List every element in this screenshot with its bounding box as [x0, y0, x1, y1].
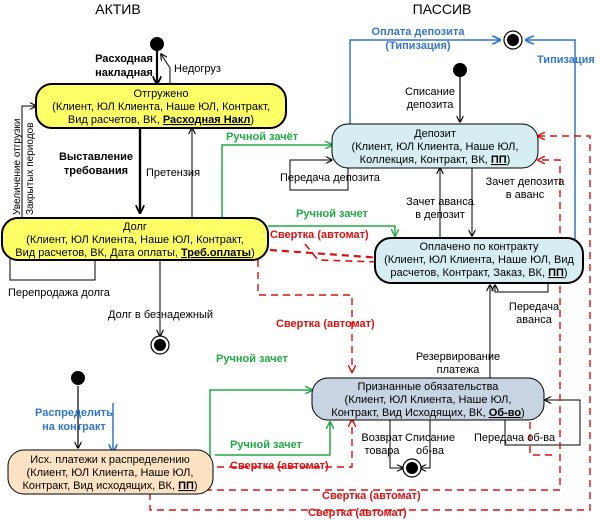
state-debt-line2: Вид расчетов, ВК, Дата оплаты,: [15, 247, 181, 259]
label-deposit-payment-1: Оплата депозита: [372, 26, 466, 38]
label-expense-invoice-1: Расходная: [95, 53, 153, 65]
label-demand-1: Выставление: [59, 151, 133, 163]
state-obligations-line2: Контракт, Вид Исходящих, ВК,: [331, 407, 488, 419]
label-expense-invoice-2: накладная: [95, 67, 153, 79]
label-debt-resale: Перепродажа долга: [8, 287, 111, 299]
state-paid-title: Оплачено по контракту: [419, 241, 539, 253]
state-outgoing-title: Исх. платежи к распределению: [30, 454, 189, 466]
state-debt-title: Долг: [123, 221, 147, 233]
svg-text:Коллекция, Контракт, ВК, ПП): Коллекция, Контракт, ВК, ПП): [360, 154, 511, 166]
label-deposit-transfer: Передача депозита: [280, 172, 381, 184]
state-obligations-line1: (Клиент, ЮЛ Клиента, Наше ЮЛ,: [345, 394, 512, 406]
manual-offset-transitions: [209, 145, 395, 460]
header-active: АКТИВ: [95, 1, 140, 17]
label-obligation-writeoff-1: Списание: [405, 432, 455, 444]
label-collapse-auto-5: Свертка (автомат): [308, 507, 407, 519]
label-advance-transfer-1: Передача: [509, 301, 560, 313]
label-distribute-1: Распределить: [35, 407, 113, 419]
state-shipped-line1: (Клиент, ЮЛ Клиента, Наше ЮЛ, Контракт,: [52, 101, 270, 113]
state-shipped-key: Расходная Накл: [163, 114, 251, 126]
label-collapse-auto-3: Свертка (автомат): [230, 460, 329, 472]
label-goods-return-2: товара: [364, 445, 400, 457]
state-outgoing-key: ПП: [178, 480, 194, 492]
svg-text:Контракт, Вид исходящих, ВК, П: Контракт, Вид исходящих, ВК, ПП): [22, 480, 197, 492]
state-debt-close: ): [251, 247, 255, 259]
label-goods-return-1: Возврат: [361, 432, 402, 444]
state-deposit-close: ): [507, 154, 511, 166]
deposit-payment-transition: [113, 40, 576, 452]
state-paid-line1: (Клиент, ЮЛ Клиента, Наше ЮЛ, Вид: [384, 254, 574, 266]
label-collapse-auto-1: Свертка (автомат): [270, 229, 369, 241]
initial-node-deposit: [453, 63, 467, 77]
state-debt-line1: (Клиент, ЮЛ Клиента, Наше ЮЛ, Контракт,: [26, 234, 244, 246]
state-obligations-key: Об-во: [489, 407, 522, 419]
state-outgoing-close: ): [194, 480, 198, 492]
state-obligations-title: Признанные обязательства: [358, 381, 500, 393]
label-collapse-auto-2: Свертка (автомат): [276, 318, 375, 330]
black-transitions: [2, 50, 581, 468]
label-deposit-payment-2: (Типизация): [385, 40, 451, 52]
label-obligation-writeoff-2: об-ва: [416, 445, 445, 457]
state-debt: Долг (Клиент, ЮЛ Клиента, Наше ЮЛ, Контр…: [1, 217, 269, 261]
label-reserve-payment-1: Резервирование: [416, 351, 500, 363]
state-paid-key: ПП: [548, 267, 564, 279]
label-bad-debt: Долг в безнадежный: [108, 309, 213, 321]
state-shipped-close: ): [250, 114, 254, 126]
label-advance-to-deposit-2: в депозит: [415, 209, 465, 221]
final-node-top: [503, 30, 523, 50]
label-undershipment: Недогруз: [174, 63, 221, 75]
label-claim: Претензия: [146, 167, 200, 179]
state-shipped-title: Отгружено: [134, 88, 189, 100]
header-passive: ПАССИВ: [413, 1, 472, 17]
label-typification: Типизация: [537, 54, 595, 66]
label-reserve-payment-2: платежа: [437, 364, 481, 376]
state-obligations: Признанные обязательства (Клиент, ЮЛ Кли…: [311, 377, 545, 421]
state-outgoing-line1: (Клиент, ЮЛ Клиента, Наше ЮЛ,: [27, 467, 194, 479]
label-deposit-to-advance-2: в аванс: [506, 189, 545, 201]
state-deposit-title: Депозит: [414, 128, 456, 140]
state-paid-close: ): [564, 267, 568, 279]
svg-text:Вид расчетов, ВК, Дата оплаты,: Вид расчетов, ВК, Дата оплаты, Треб.опла…: [15, 247, 255, 259]
final-node-obligations: [402, 458, 422, 478]
label-deposit-writeoff-2: депозита: [407, 99, 455, 111]
state-deposit-key: ПП: [491, 154, 507, 166]
label-distribute-2: на контракт: [42, 421, 106, 433]
label-deposit-to-advance-1: Зачет депозита: [486, 176, 566, 188]
label-manual-offset-left: Ручной зачет: [216, 353, 289, 365]
state-paid: Оплачено по контракту (Клиент, ЮЛ Клиент…: [374, 237, 584, 284]
label-demand-2: требования: [64, 165, 128, 177]
label-collapse-auto-4: Свертка (автомат): [322, 490, 421, 502]
label-manual-offset-bottom: Ручной зачет: [230, 439, 303, 451]
svg-text:расчетов, Контракт, Заказ, ВК,: расчетов, Контракт, Заказ, ВК, ПП): [390, 267, 567, 279]
auto-collapse-transitions: [149, 136, 591, 511]
state-deposit-line1: (Клиент, ЮЛ Клиента, Наше ЮЛ,: [352, 141, 519, 153]
state-obligations-close: ): [521, 407, 525, 419]
state-shipped: Отгружено (Клиент, ЮЛ Клиента, Наше ЮЛ, …: [35, 83, 287, 129]
svg-text:Контракт, Вид Исходящих, ВК, О: Контракт, Вид Исходящих, ВК, Об-во): [331, 407, 524, 419]
state-paid-line2: расчетов, Контракт, Заказ, ВК,: [390, 267, 548, 279]
label-closed-periods: Закрытых периодов: [25, 123, 36, 215]
label-manual-offset-top: Ручной зачёт: [226, 131, 299, 143]
label-advance-transfer-2: аванса: [516, 314, 553, 326]
final-node-bad-debt: [150, 335, 170, 355]
label-deposit-writeoff-1: Списание: [405, 86, 455, 98]
state-deposit: Депозит (Клиент, ЮЛ Клиента, Наше ЮЛ, Ко…: [331, 123, 539, 169]
initial-node-shipped: [150, 37, 164, 51]
label-increase-shipment: Увеличение отгрузки: [12, 119, 23, 215]
state-deposit-line2: Коллекция, Контракт, ВК,: [360, 154, 491, 166]
label-manual-offset-mid: Ручной зачет: [296, 208, 369, 220]
initial-node-outgoing: [71, 371, 85, 385]
svg-text:Вид расчетов, ВК, Расходная На: Вид расчетов, ВК, Расходная Накл): [68, 114, 254, 126]
state-debt-key: Треб.оплаты: [181, 247, 251, 259]
label-obligation-transfer: Передача об-ва: [474, 432, 556, 444]
state-shipped-line2: Вид расчетов, ВК,: [68, 114, 163, 126]
label-advance-to-deposit-1: Зачет аванса: [406, 196, 475, 208]
state-outgoing-line2: Контракт, Вид исходящих, ВК,: [22, 480, 178, 492]
state-outgoing: Исх. платежи к распределению (Клиент, ЮЛ…: [7, 449, 214, 495]
